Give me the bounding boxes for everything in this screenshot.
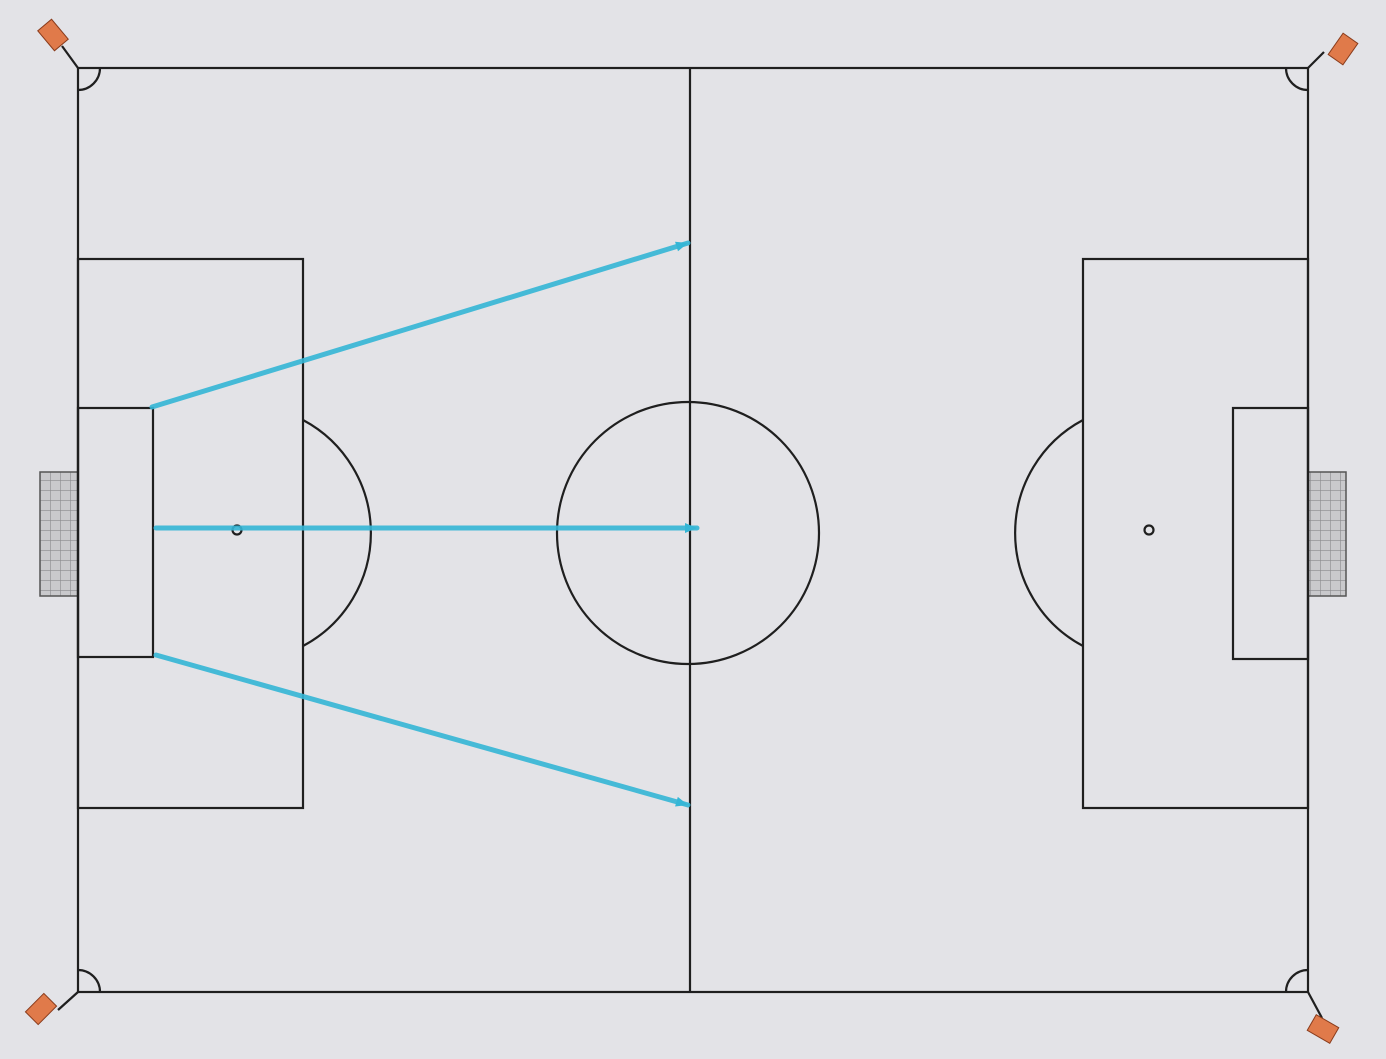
right-penalty-arc [1014,419,1084,647]
left-goal-area [76,406,155,659]
arrow-lower-shaft [153,652,691,808]
arrow-upper-shaft [149,240,691,410]
pitch-markings [57,45,1325,1019]
arrow-center-head [685,523,697,533]
left-penalty-arc [302,419,372,647]
arrow-center [153,523,700,533]
arrow-upper [149,240,691,410]
arrow-upper-head [675,241,688,252]
corner-flag-icon [1306,1014,1340,1044]
arrow-layer [149,240,700,808]
flag-pole-top-right [1307,51,1325,69]
flag-pole-bottom-right [1307,991,1323,1019]
flag-pole-top-left [61,45,79,69]
corner-flag-icon [1327,32,1359,66]
center-circle [555,400,821,666]
corner-flag-icon [37,18,69,52]
right-goal-area [1231,406,1310,661]
right-penalty-spot [1143,524,1155,536]
left-goal-net-icon [39,471,79,597]
corner-arc-top-left [77,67,102,92]
flag-pole-bottom-left [57,991,79,1011]
corner-arc-bottom-left [77,968,102,993]
corner-flag-icon [24,992,58,1026]
arrow-lower-head [675,796,688,807]
arrow-lower [153,652,691,808]
right-goal-net-icon [1307,471,1347,597]
corner-arc-bottom-right [1284,968,1309,993]
corner-arc-top-right [1284,67,1309,92]
